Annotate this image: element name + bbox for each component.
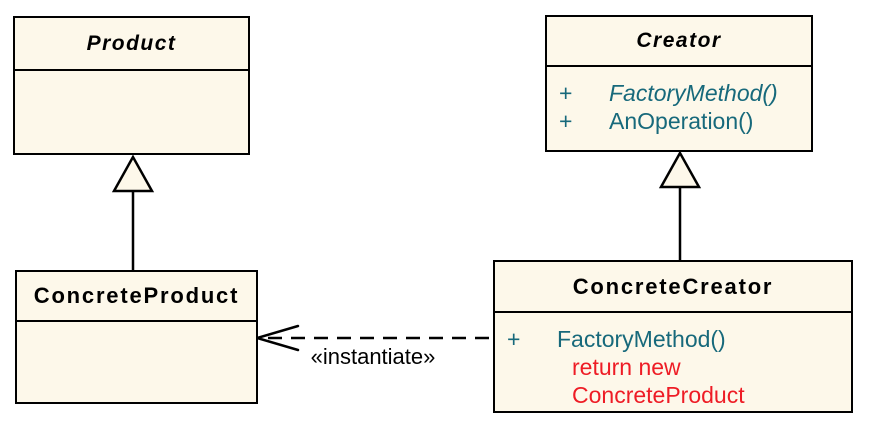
- class-body-product: [15, 71, 248, 83]
- method-label: AnOperation(): [609, 108, 754, 134]
- class-title-concrete-creator: ConcreteCreator: [495, 262, 851, 313]
- class-box-concrete-creator[interactable]: ConcreteCreator + FactoryMethod() return…: [493, 260, 853, 413]
- class-title-concrete-product: ConcreteProduct: [17, 272, 256, 322]
- visibility-plus: +: [507, 326, 521, 352]
- class-box-creator[interactable]: Creator + FactoryMethod() + AnOperation(…: [545, 15, 813, 152]
- method-label: FactoryMethod(): [609, 80, 778, 106]
- class-body-creator: + FactoryMethod() + AnOperation(): [547, 67, 811, 135]
- inheritance-triangle-creator-icon: [658, 150, 702, 189]
- class-title-creator: Creator: [547, 17, 811, 67]
- class-box-concrete-product[interactable]: ConcreteProduct: [15, 270, 258, 404]
- class-title-product: Product: [15, 18, 248, 71]
- method-note-line-2: ConcreteProduct: [572, 382, 745, 408]
- method-anoperation: + AnOperation(): [559, 107, 811, 135]
- visibility-plus: +: [559, 108, 573, 134]
- method-label: FactoryMethod(): [557, 326, 726, 352]
- method-factorymethod: + FactoryMethod(): [559, 79, 811, 107]
- method-note-line-1: return new: [572, 354, 681, 380]
- class-body-concrete-creator: + FactoryMethod() return new ConcretePro…: [495, 313, 851, 409]
- instantiate-label: «instantiate»: [310, 344, 436, 369]
- method-factorymethod: + FactoryMethod(): [507, 325, 851, 353]
- visibility-plus: +: [559, 80, 573, 106]
- class-box-product[interactable]: Product: [13, 16, 250, 155]
- inheritance-triangle-product-icon: [111, 154, 155, 193]
- class-body-concrete-product: [17, 322, 256, 334]
